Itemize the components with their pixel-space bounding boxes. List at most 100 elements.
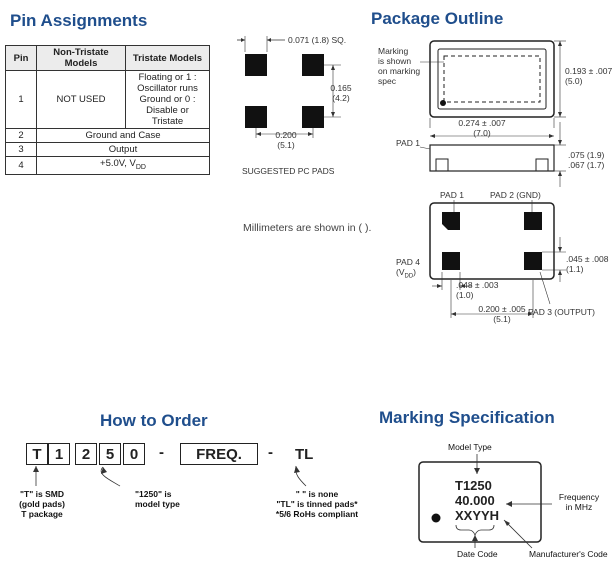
pad-height-dimension: .045 ± .008 (1.1) xyxy=(566,254,614,274)
marking-package-outline xyxy=(418,461,542,543)
date-code-label: Date Code xyxy=(457,549,498,559)
millimeters-note: Millimeters are shown in ( ). xyxy=(243,222,372,234)
pad1-side-label: PAD 1 xyxy=(396,138,420,148)
table-header-row: Pin Non-Tristate Models Tristate Models xyxy=(5,45,210,71)
pin-assignments-table: Pin Non-Tristate Models Tristate Models … xyxy=(5,45,210,175)
model-type-label: Model Type xyxy=(448,442,492,452)
dimension-mm: (5.1) xyxy=(493,314,511,324)
pad4-close: ) xyxy=(413,267,417,277)
package-side-view xyxy=(429,144,555,172)
tristate-value: Floating or 1 : Oscillator runs Ground o… xyxy=(125,70,210,129)
package-bottom-view xyxy=(429,202,555,280)
pad4-label: PAD 4 (VDD) xyxy=(396,257,426,282)
pin-number: 2 xyxy=(5,128,37,143)
order-dash: - xyxy=(159,444,164,461)
note-line: spec xyxy=(378,76,396,86)
dimension-mm: (1.1) xyxy=(566,264,584,274)
pin-number: 3 xyxy=(5,142,37,157)
dimension-mm: (5.1) xyxy=(277,140,295,150)
supply-label: +5.0V, V xyxy=(100,158,136,169)
dimension-mm: (7.0) xyxy=(473,128,491,138)
pin-function: +5.0V, VDD xyxy=(36,156,210,175)
pin1-dot xyxy=(440,100,446,106)
pad2-label: PAD 2 (GND) xyxy=(490,190,541,200)
pad4-shape xyxy=(442,252,460,270)
package-outline-drawing xyxy=(419,40,566,318)
header-tristate: Tristate Models xyxy=(125,45,210,71)
note-line: " " is none xyxy=(295,489,339,499)
note-line: is shown xyxy=(378,56,412,66)
pad4-supply: (V xyxy=(396,267,405,277)
marking-area xyxy=(443,55,541,103)
dimension-inch: 0.200 ± .005 xyxy=(478,304,526,314)
dimension-mm: (1.0) xyxy=(456,290,474,300)
label-line: in MHz xyxy=(565,502,593,512)
how-to-order-title: How to Order xyxy=(100,411,208,430)
note-line: T package xyxy=(21,509,63,519)
order-suffix: TL xyxy=(295,446,314,463)
frequency-label: Frequency in MHz xyxy=(552,492,606,512)
pin-number: 4 xyxy=(5,156,37,175)
dimension-inch: 0.193 ± .007 xyxy=(565,66,613,76)
manufacturer-code-label: Manufacturer's Code xyxy=(529,549,608,559)
height-dimension: 0.193 ± .007 (5.0) xyxy=(565,66,614,86)
order-char-box: T xyxy=(26,443,48,465)
supply-subscript: DD xyxy=(135,163,146,171)
order-dash: - xyxy=(268,444,273,461)
pad2-shape xyxy=(524,212,542,230)
pad4-subscript: DD xyxy=(404,273,414,280)
note-line: "T" is SMD xyxy=(20,489,64,499)
note-line: "TL" is tinned pads* xyxy=(276,499,358,509)
marking-line-code: XXYYH xyxy=(455,508,500,523)
note-line: *5/6 RoHs compliant xyxy=(275,509,359,519)
order-note-package: "T" is SMD (gold pads) T package xyxy=(12,489,72,519)
tristate-line: Ground or 0 : xyxy=(139,94,196,105)
pad4-name: PAD 4 xyxy=(396,257,420,267)
pad-width-dimension: .048 ± .003 (1.0) xyxy=(456,280,512,300)
order-note-model: "1250" is model type xyxy=(135,489,205,509)
pc-pads-caption: SUGGESTED PC PADS xyxy=(242,166,335,176)
dimension-mm: (4.2) xyxy=(332,93,350,103)
order-frequency-box: FREQ. xyxy=(180,443,258,465)
order-char-box: 0 xyxy=(123,443,145,465)
dimension-max: .075 (1.9) xyxy=(568,150,605,160)
pad3-label: PAD 3 (OUTPUT) xyxy=(528,307,595,317)
note-line: (gold pads) xyxy=(19,499,65,509)
marking-line-model: T1250 xyxy=(455,478,492,493)
dimension-inch: 0.165 xyxy=(330,83,352,93)
pad-square xyxy=(302,106,324,128)
marking-note: Marking is shown on marking spec xyxy=(378,46,424,86)
note-line: Marking xyxy=(378,46,409,56)
dimension-inch: .048 ± .003 xyxy=(456,280,499,290)
marking-spec-title: Marking Specification xyxy=(379,408,555,427)
note-line: on marking xyxy=(378,66,421,76)
dimension-inch: 0.200 xyxy=(275,130,297,140)
dimension-mm: (5.0) xyxy=(565,76,583,86)
pin-number: 1 xyxy=(5,70,37,129)
order-note-suffix: " " is none "TL" is tinned pads* *5/6 Ro… xyxy=(262,489,372,519)
non-tristate-value: NOT USED xyxy=(36,70,126,129)
pad-square-dimension: 0.071 (1.8) SQ. xyxy=(288,35,347,45)
package-outline-title: Package Outline xyxy=(371,9,504,28)
pad-square xyxy=(245,106,267,128)
order-char-box: 1 xyxy=(48,443,70,465)
table-row: 4 +5.0V, VDD xyxy=(5,156,210,175)
table-row: 1 NOT USED Floating or 1 : Oscillator ru… xyxy=(5,70,210,129)
pin-function: Output xyxy=(36,142,210,157)
pad-vertical-dimension: 0.165 (4.2) xyxy=(326,83,356,103)
tristate-line: Oscillator runs xyxy=(137,83,198,94)
pin-function: Ground and Case xyxy=(36,128,210,143)
order-char-box: 2 xyxy=(75,443,97,465)
label-line: Frequency xyxy=(558,492,600,502)
header-non-tristate: Non-Tristate Models xyxy=(36,45,126,71)
pad3-shape xyxy=(524,252,542,270)
pin-assignments-title: Pin Assignments xyxy=(10,11,148,30)
thickness-dimension: .075 (1.9) .067 (1.7) xyxy=(568,150,614,170)
tristate-line: Floating or 1 : xyxy=(138,72,197,83)
pad1-shape xyxy=(442,212,460,230)
order-char-box: 5 xyxy=(99,443,121,465)
tristate-line: Disable or xyxy=(146,105,189,116)
marking-line-frequency: 40.000 xyxy=(455,493,495,508)
marking-spec-drawing xyxy=(418,454,552,549)
pin1-dot xyxy=(431,513,441,523)
